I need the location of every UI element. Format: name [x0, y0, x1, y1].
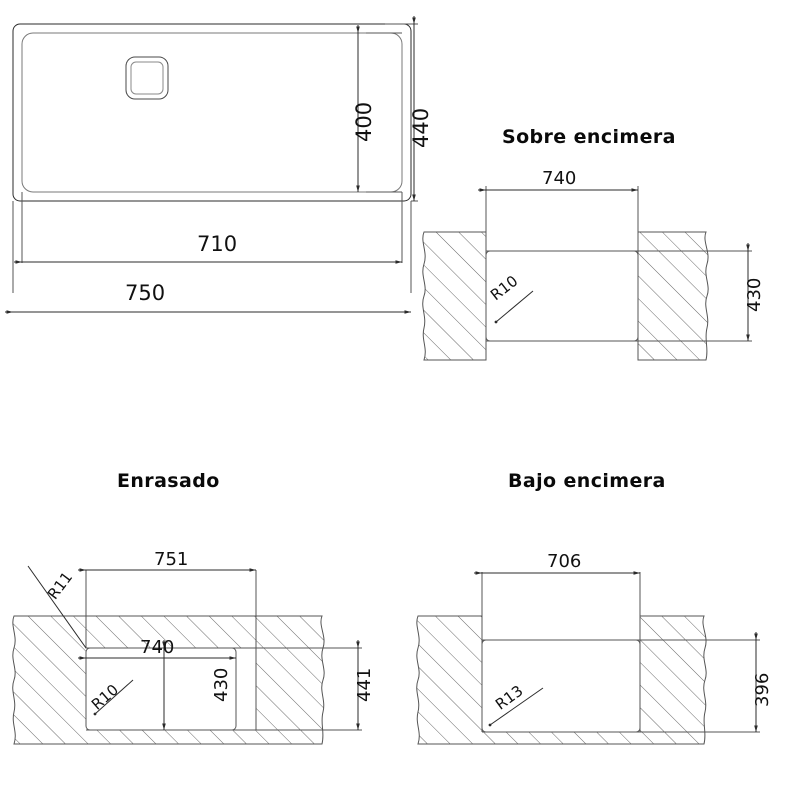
- enrasado-group: [12, 565, 362, 745]
- bajo-cutout-edges: [481, 639, 641, 733]
- sobre-r10-leader: [494, 290, 534, 324]
- sobre-cutout-rect: [485, 250, 639, 342]
- dim-label-sobre-740: 740: [542, 168, 577, 189]
- plan-view-group: [5, 16, 418, 314]
- bajo-encimera-group: [416, 571, 760, 745]
- dim-label-plan-400: 400: [352, 101, 376, 142]
- plan-inner-rect: [21, 32, 403, 193]
- sobre-encimera-group: [422, 186, 752, 361]
- section-title-sobre-encimera: Sobre encimera: [502, 126, 676, 148]
- dim-label-bajo-396: 396: [752, 672, 773, 707]
- dim-label-enrasado-430: 430: [211, 667, 232, 702]
- dim-label-plan-750: 750: [125, 281, 166, 305]
- dim-label-enrasado-441: 441: [354, 667, 375, 702]
- enrasado-r10-leader: [93, 679, 134, 716]
- plan-outer-rect: [12, 23, 412, 202]
- bajo-cutout-rect: [481, 639, 641, 733]
- dim-label-enrasado-740: 740: [140, 637, 175, 658]
- enrasado-r11-leader: [27, 565, 87, 649]
- section-title-enrasado: Enrasado: [117, 470, 220, 492]
- dim-label-sobre-430: 430: [744, 277, 765, 312]
- bajo-r13-leader: [488, 687, 544, 727]
- dim-label-bajo-706: 706: [547, 551, 582, 572]
- section-title-bajo-encimera: Bajo encimera: [508, 470, 666, 492]
- plan-drain: [125, 56, 169, 100]
- dim-label-plan-440: 440: [409, 107, 433, 148]
- dim-label-plan-710: 710: [197, 232, 238, 256]
- sobre-cutout-edges: [485, 250, 639, 342]
- dim-label-enrasado-751: 751: [154, 549, 189, 570]
